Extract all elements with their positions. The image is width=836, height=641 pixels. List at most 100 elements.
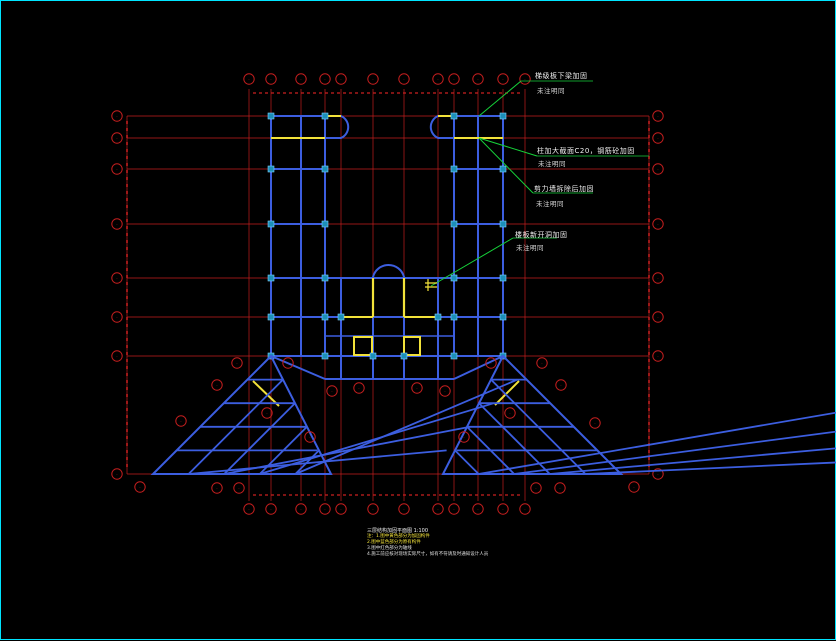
axis-bubble-wing-14-label: · <box>535 487 536 492</box>
strengthen-diag-2 <box>494 380 520 406</box>
axis-bubble-wing-16-label: · <box>463 436 464 441</box>
drawing-legend: 三层结构加固平面图 1:100 注：1.图中黄色部分为加固构件 2.图中蓝色部分… <box>367 528 488 558</box>
axis-bubble-left-5-label: · <box>116 316 117 321</box>
column-marker <box>499 313 507 321</box>
axis-bubble-bottom-4-label: · <box>340 508 341 513</box>
column-marker <box>499 112 507 120</box>
axis-bubble-left-2 <box>111 163 123 175</box>
axis-bubble-top-10 <box>497 73 509 85</box>
axis-bubble-right-2 <box>652 163 664 175</box>
axis-bubble-top-9-label: · <box>477 78 478 83</box>
column-marker <box>267 220 275 228</box>
axis-bubble-top-0 <box>243 73 255 85</box>
column-marker <box>450 220 458 228</box>
axis-bubble-wing-2-label: · <box>180 420 181 425</box>
axis-bubble-wing-6 <box>261 407 273 419</box>
annotation-note3-line1: 剪力墙拆除后加固 <box>534 185 594 193</box>
legend-line-1: 注：1.图中黄色部分为加固构件 <box>367 534 430 539</box>
axis-bubble-wing-9-label: · <box>541 362 542 367</box>
axis-bubble-right-4 <box>652 272 664 284</box>
annotation-note4-line1: 楼板新开洞加固 <box>515 231 568 239</box>
lattice-left-diag-a <box>188 449 447 475</box>
axis-bubble-wing-19-label: · <box>358 387 359 392</box>
axis-bubble-bottom-8 <box>448 503 460 515</box>
annotation-note4-line2: 未注明同 <box>516 244 544 252</box>
axis-bubble-wing-4 <box>211 482 223 494</box>
axis-bubble-right-0-label: · <box>657 115 658 120</box>
axis-bubble-wing-8-label: · <box>331 390 332 395</box>
column-marker <box>369 352 377 360</box>
axis-bubble-wing-21 <box>485 357 497 369</box>
axis-bubble-wing-12 <box>628 481 640 493</box>
axis-bubble-wing-7-label: · <box>309 436 310 441</box>
column-marker <box>267 112 275 120</box>
column-marker <box>267 313 275 321</box>
column-marker <box>321 220 329 228</box>
axis-bubble-bottom-3 <box>319 503 331 515</box>
column-marker <box>450 352 458 360</box>
axis-bubble-bottom-5-label: · <box>372 508 373 513</box>
leader-note2 <box>478 137 538 157</box>
lattice-right-diag-b <box>478 402 551 475</box>
lattice-right-outline <box>441 354 624 475</box>
axis-bubble-wing-10-label: · <box>560 384 561 389</box>
column-marker <box>321 274 329 282</box>
axis-bubble-right-6 <box>652 350 664 362</box>
legend-line-4: 4.施工前应核对现场实际尺寸，如有不符请及时通知设计人员 <box>367 552 489 557</box>
axis-bubble-wing-1 <box>211 379 223 391</box>
axis-bubble-right-0 <box>652 110 664 122</box>
axis-bubble-top-5-label: · <box>372 78 373 83</box>
axis-bubble-wing-4-label: · <box>216 487 217 492</box>
lattice-left-diag-a <box>224 425 471 475</box>
annotation-note2-line1: 柱加大截面C20，钢筋砼加固 <box>537 147 635 155</box>
axis-bubble-left-3 <box>111 218 123 230</box>
axis-bubble-wing-21-label: · <box>490 362 491 367</box>
axis-bubble-wing-7 <box>304 431 316 443</box>
strengthen-opening-2 <box>403 336 421 356</box>
axis-bubble-bottom-3-label: · <box>324 508 325 513</box>
axis-bubble-top-4-label: · <box>340 78 341 83</box>
axis-bubble-wing-0 <box>231 357 243 369</box>
semicircle-bay-right <box>429 115 454 139</box>
axis-bubble-bottom-8-label: · <box>453 508 454 513</box>
axis-bubble-wing-13 <box>554 482 566 494</box>
axis-bubble-wing-18-label: · <box>416 387 417 392</box>
axis-bubble-left-6 <box>111 350 123 362</box>
axis-bubble-bottom-11-label: · <box>524 508 525 513</box>
column-marker <box>499 274 507 282</box>
axis-bubble-wing-0-label: · <box>236 362 237 367</box>
axis-bubble-bottom-5 <box>367 503 379 515</box>
axis-bubble-top-11 <box>519 73 531 85</box>
axis-bubble-bottom-9-label: · <box>477 508 478 513</box>
axis-bubble-wing-16 <box>458 431 470 443</box>
axis-bubble-wing-19 <box>353 382 365 394</box>
axis-bubble-bottom-4 <box>335 503 347 515</box>
axis-bubble-top-8 <box>448 73 460 85</box>
semicircle-bay-left <box>325 115 350 139</box>
axis-bubble-bottom-7-label: · <box>437 508 438 513</box>
leader-note4 <box>430 237 514 287</box>
axis-bubble-wing-3-label: · <box>139 486 140 491</box>
lattice-right-diag-a <box>585 461 836 475</box>
strengthen-opening-1 <box>353 336 373 356</box>
annotation-note1-line1: 梯级板下梁加固 <box>535 72 588 80</box>
axis-bubble-wing-12-label: · <box>633 486 634 491</box>
axis-bubble-right-5-label: · <box>657 316 658 321</box>
lattice-left-outline <box>150 354 333 475</box>
axis-bubble-left-1 <box>111 132 123 144</box>
axis-bubble-wing-18 <box>411 382 423 394</box>
axis-bubble-wing-15 <box>504 407 516 419</box>
column-marker <box>337 313 345 321</box>
axis-bubble-top-9 <box>472 73 484 85</box>
axis-bubble-wing-1-label: · <box>216 384 217 389</box>
axis-bubble-wing-3 <box>134 481 146 493</box>
axis-bubble-wing-14 <box>530 482 542 494</box>
axis-bubble-top-1-label: · <box>270 78 271 83</box>
axis-bubble-wing-17-label: · <box>444 390 445 395</box>
axis-bubble-right-4-label: · <box>657 277 658 282</box>
column-marker <box>321 112 329 120</box>
axis-bubble-top-7-label: · <box>437 78 438 83</box>
axis-bubble-wing-9 <box>536 357 548 369</box>
